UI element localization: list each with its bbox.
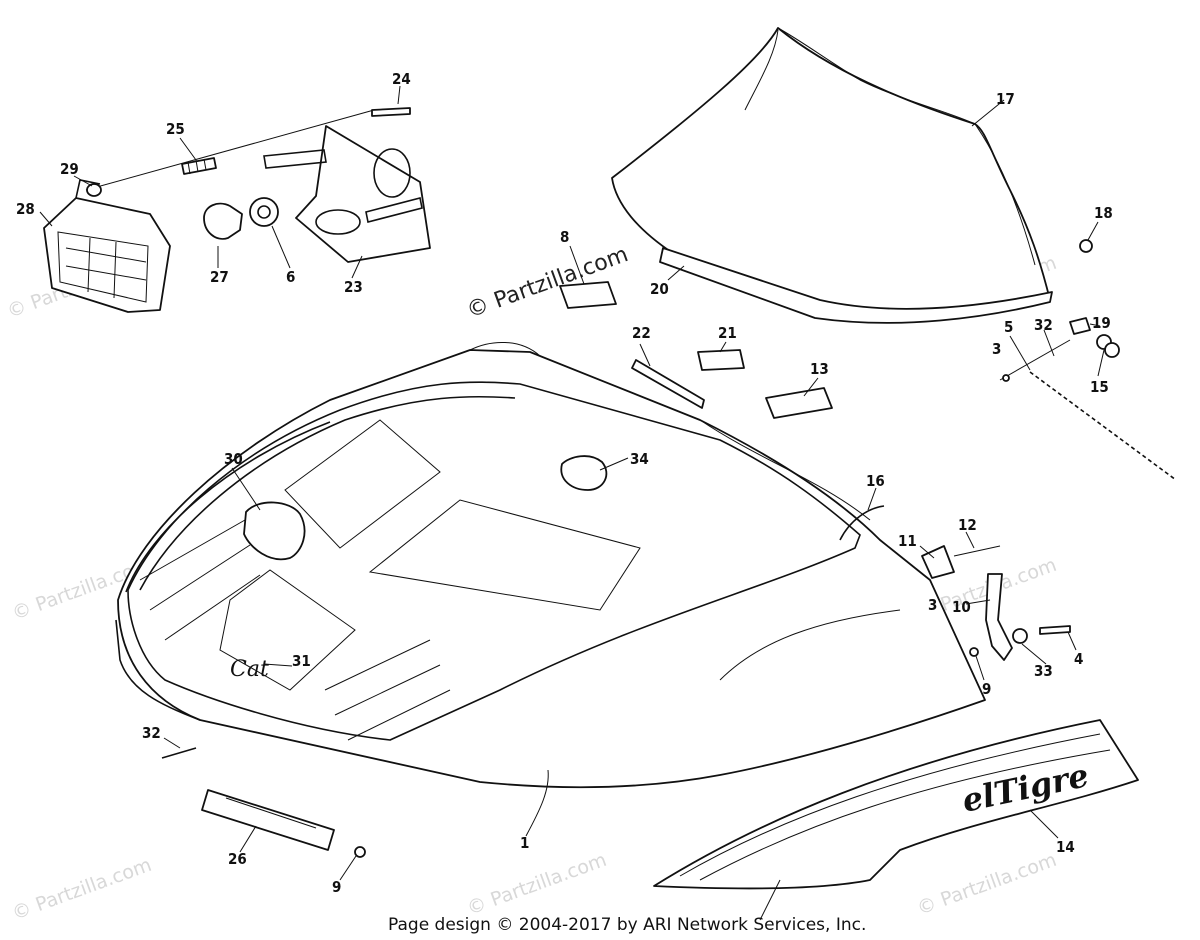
- leader-lines: [39, 85, 1105, 921]
- callout-11: 11: [898, 532, 917, 550]
- fasteners: [161, 374, 1010, 858]
- callouts: 24 25 29 28 27 6 23 8 20 17 18 19 5 32 3…: [16, 70, 1113, 896]
- callout-8: 8: [560, 228, 569, 246]
- callout-12: 12: [958, 516, 977, 534]
- headlight-bracket-part: [263, 125, 431, 263]
- decals: [559, 281, 833, 419]
- callout-5: 5: [1004, 318, 1013, 336]
- callout-16: 16: [866, 472, 885, 490]
- callout-21: 21: [718, 324, 737, 342]
- callout-14: 14: [1056, 838, 1075, 856]
- side-decal-part: elTigre: [653, 719, 1139, 890]
- callout-29: 29: [60, 160, 79, 178]
- headlight-hardware: [85, 107, 411, 240]
- callout-15: 15: [1090, 378, 1109, 396]
- foam-pad-part: [243, 501, 306, 561]
- callout-19: 19: [1092, 314, 1111, 332]
- callout-13: 13: [810, 360, 829, 378]
- hood-part: [115, 341, 986, 789]
- callout-17: 17: [996, 90, 1015, 108]
- callout-22: 22: [632, 324, 651, 342]
- callout-31: 31: [292, 652, 311, 670]
- callout-30: 30: [224, 450, 243, 468]
- callout-18: 18: [1094, 204, 1113, 222]
- callout-3: 3: [992, 340, 1001, 358]
- copyright-footer: Page design © 2004-2017 by ARI Network S…: [388, 915, 866, 935]
- callout-26: 26: [228, 850, 247, 868]
- callout-23: 23: [344, 278, 363, 296]
- hood-logo-text: Cat: [230, 657, 269, 682]
- callout-25: 25: [166, 120, 185, 138]
- callout-6: 6: [286, 268, 295, 286]
- rivet-strip-part: [201, 789, 335, 851]
- callout-34: 34: [630, 450, 649, 468]
- windshield-hardware: [999, 239, 1177, 481]
- callout-27: 27: [210, 268, 229, 286]
- trim-strip-part: [839, 505, 885, 541]
- callout-33: 33: [1034, 662, 1053, 680]
- callout-32b: 32: [142, 724, 161, 742]
- callout-3b: 3: [928, 596, 937, 614]
- windshield-part: [611, 27, 1053, 324]
- callout-4: 4: [1074, 650, 1083, 668]
- watermark-text: © Partzilla.com: [464, 849, 609, 920]
- callout-9b: 9: [332, 878, 341, 896]
- watermark-text: © Partzilla.com: [914, 849, 1059, 920]
- callout-9: 9: [982, 680, 991, 698]
- callout-1: 1: [520, 834, 529, 852]
- callout-24: 24: [392, 70, 411, 88]
- callout-32: 32: [1034, 316, 1053, 334]
- hood-strip-part: [631, 359, 705, 409]
- callout-28: 28: [16, 200, 35, 218]
- watermark-text: © Partzilla.com: [9, 854, 154, 925]
- headlight-part: [43, 179, 171, 313]
- latch-part: [560, 455, 608, 491]
- callout-20: 20: [650, 280, 669, 298]
- callout-10: 10: [952, 598, 971, 616]
